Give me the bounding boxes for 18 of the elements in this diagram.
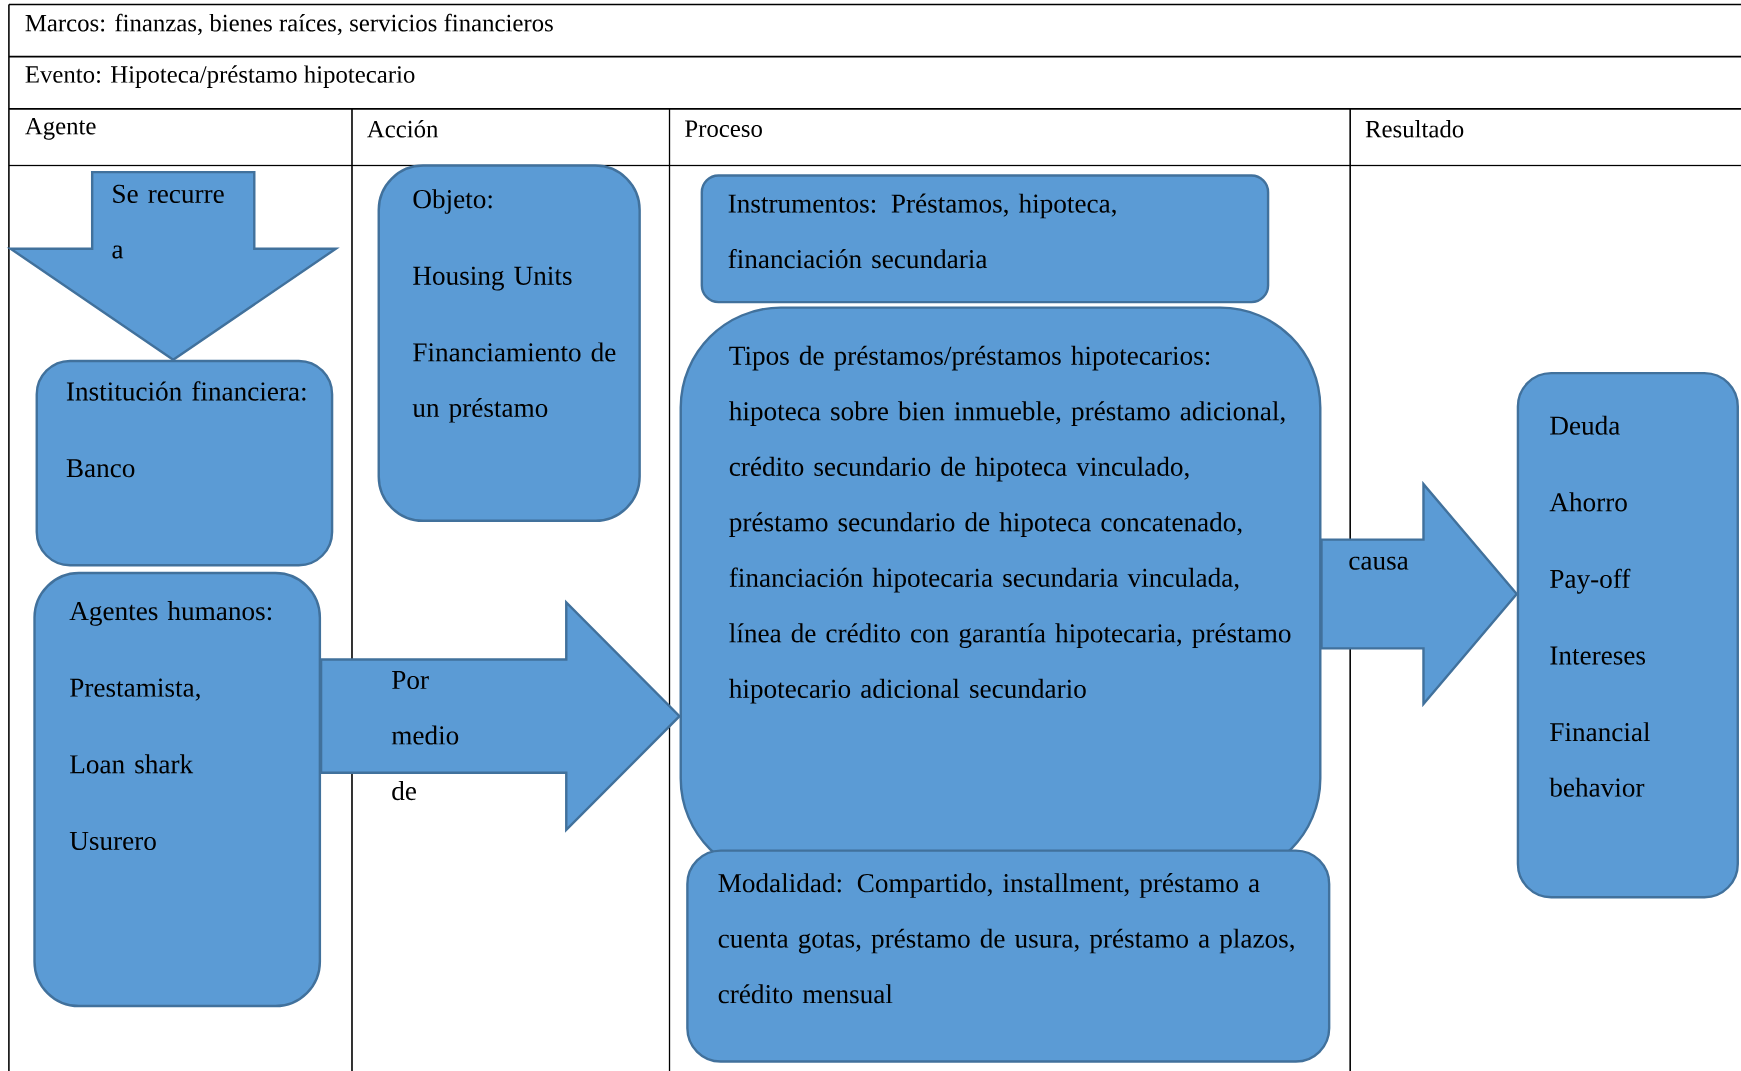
edge-label: Se recurre a bbox=[112, 184, 224, 259]
table-cell-text: Proceso bbox=[685, 120, 762, 137]
block-arrow bbox=[6, 170, 340, 361]
edge-label: Por medio de bbox=[391, 670, 459, 800]
edge-label: causa bbox=[1349, 556, 1409, 570]
rounded-box: Agentes humanos: Prestamista, Loan shark Usurero bbox=[33, 571, 322, 1007]
rounded-box: Objeto: Housing Units Financiamiento de un préstamo bbox=[377, 164, 641, 522]
rounded-box: Modalidad: Compartido, installment, préstamo a cuenta gotas, préstamo de usura, préstamo a plazos, crédito mensual bbox=[686, 849, 1331, 1063]
table-cell-text: Resultado bbox=[1365, 119, 1464, 138]
table-cell-text: Agente bbox=[25, 117, 96, 140]
rounded-box: Institución financiera: Banco bbox=[35, 359, 334, 567]
table-cell-text: Evento: Hipoteca/préstamo hipotecario bbox=[25, 65, 415, 88]
table-cell-text: Acción bbox=[367, 119, 439, 138]
table-cell-text: Marcos: finanzas, bienes raíces, servicios financieros bbox=[25, 13, 553, 35]
rounded-box: Instrumentos: Préstamos, hipoteca, financiación secundaria bbox=[700, 174, 1270, 304]
block-arrow bbox=[1320, 480, 1519, 707]
rounded-box: Deuda Ahorro Pay-off Intereses Financial behavior bbox=[1516, 371, 1739, 899]
block-arrow bbox=[319, 599, 682, 833]
